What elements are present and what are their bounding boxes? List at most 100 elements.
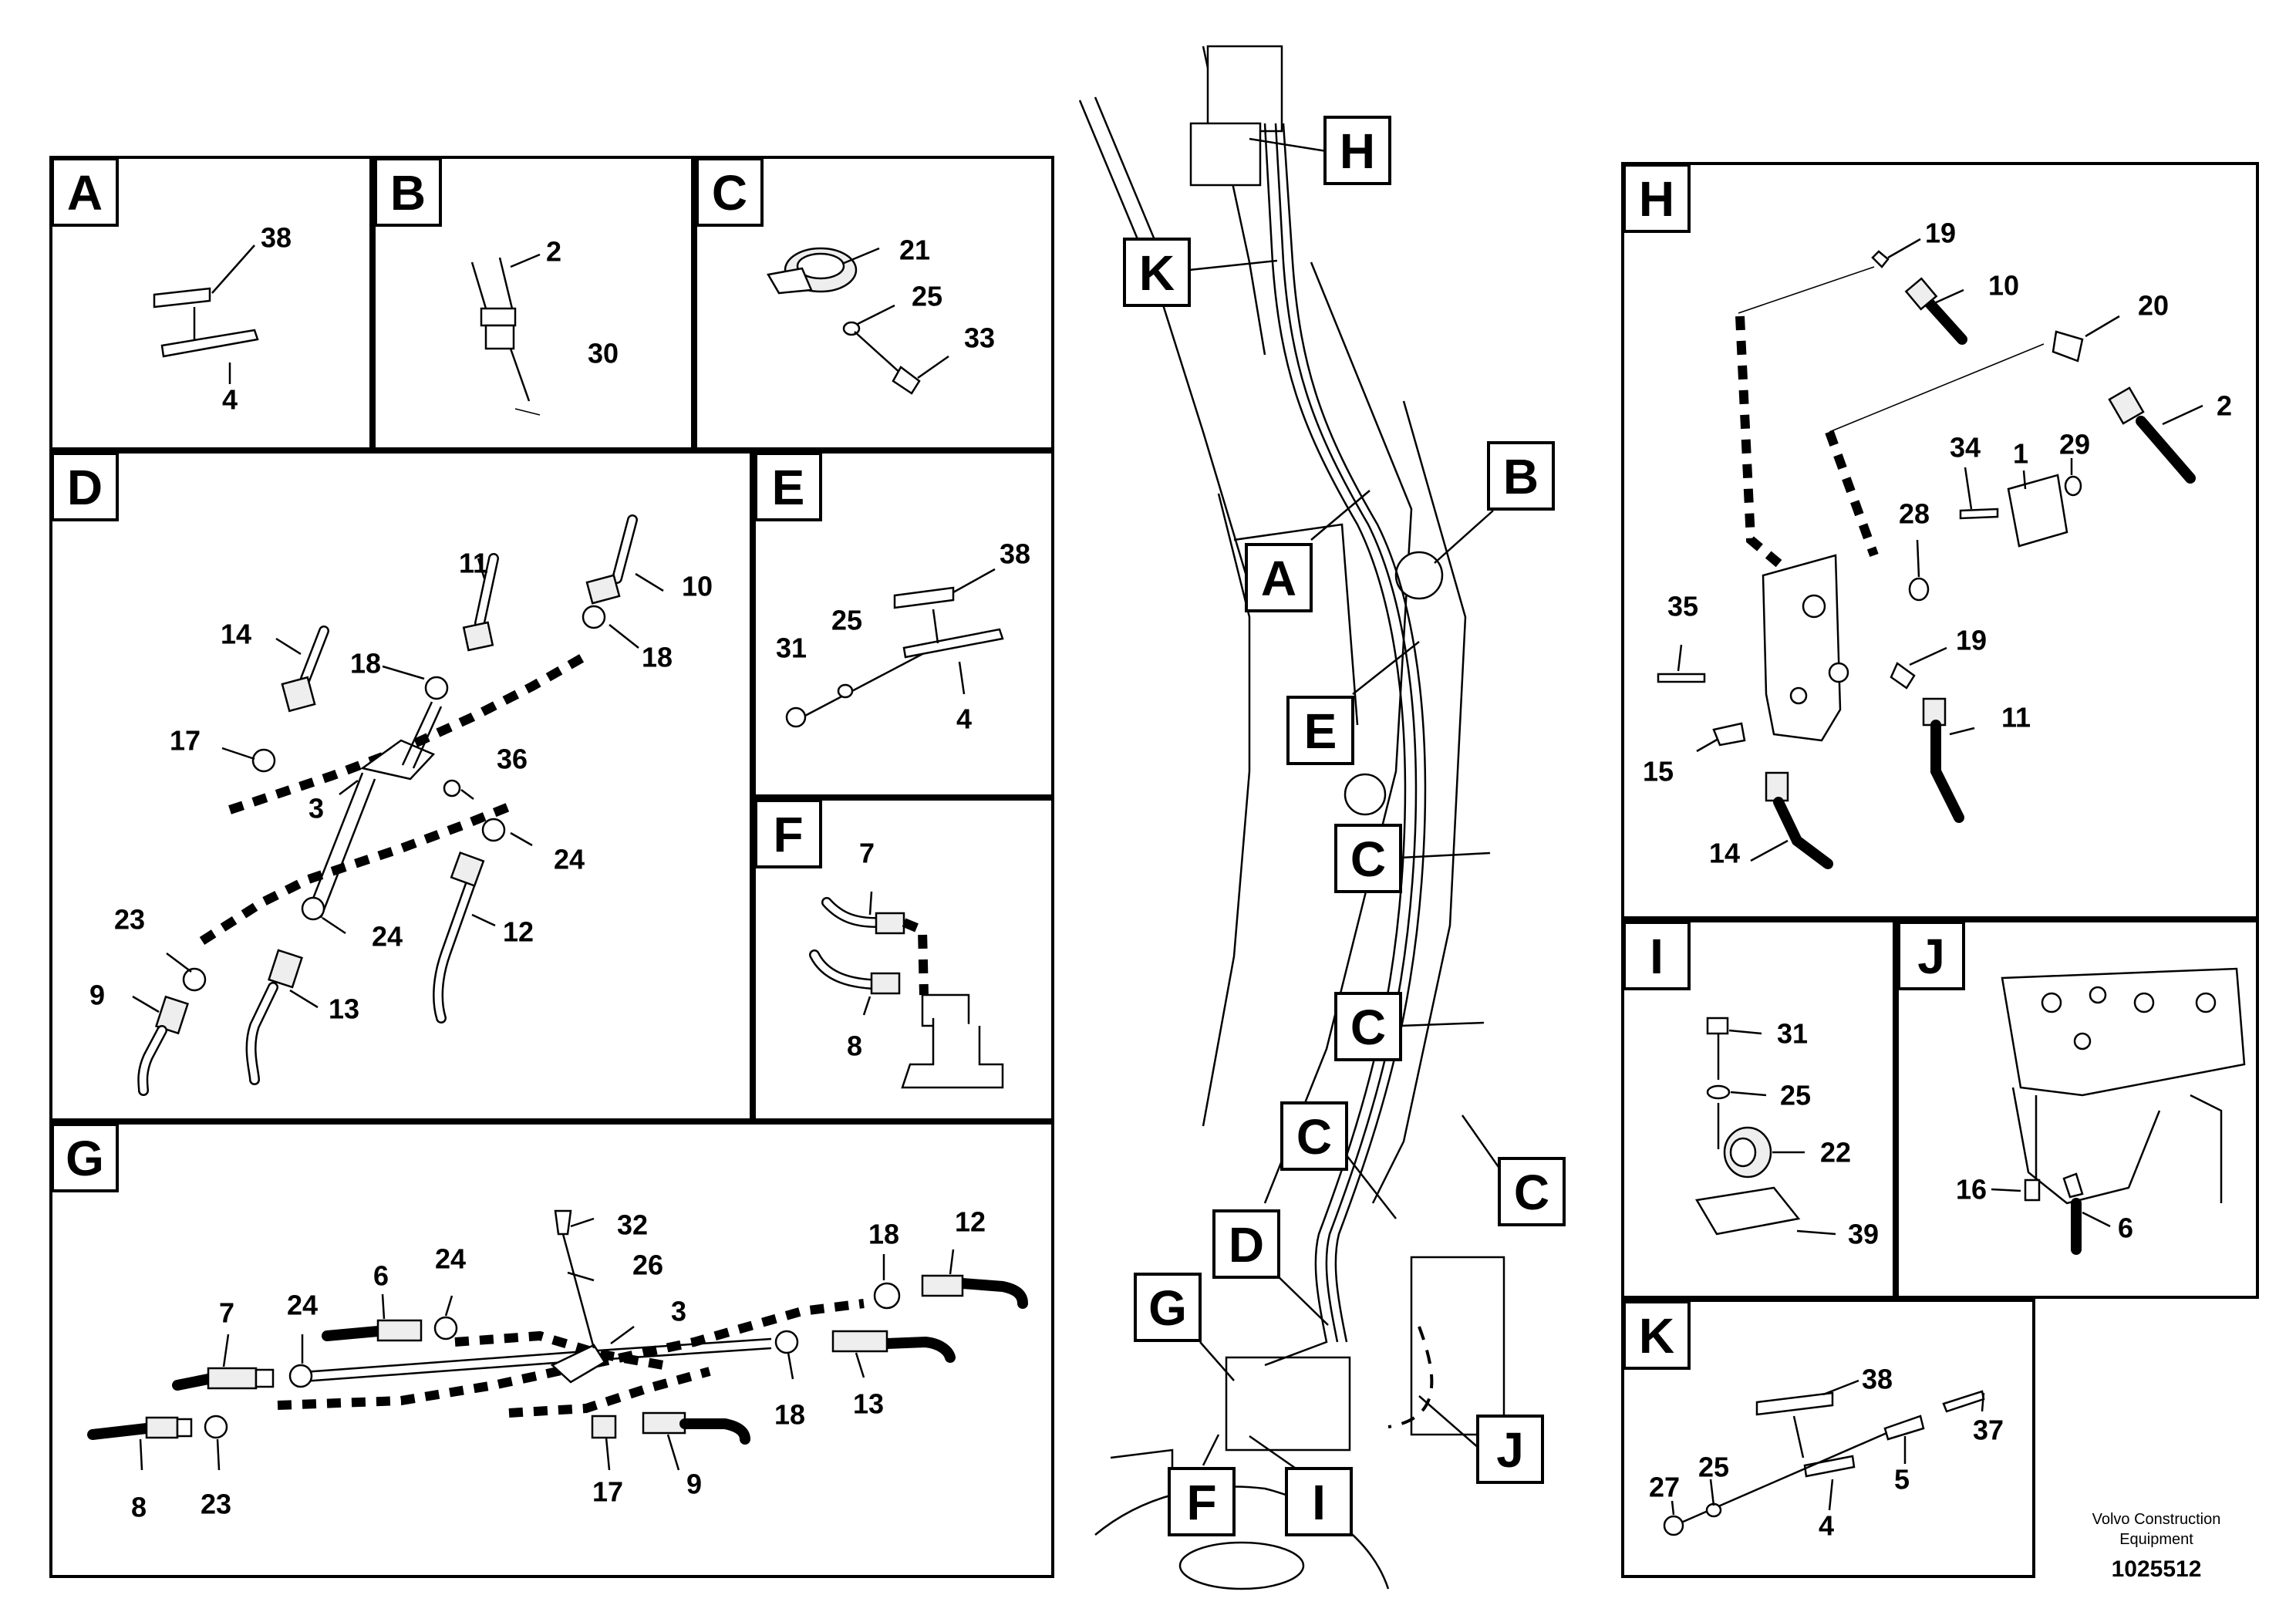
callout-33: 33: [964, 322, 995, 354]
panel-F: F 7 8: [753, 798, 1054, 1121]
brand-line2: Equipment: [2119, 1531, 2193, 1548]
callout-4: 4: [222, 384, 238, 416]
callout-tag: F: [1186, 1475, 1216, 1530]
panel-E: E 38 31 25 4: [753, 450, 1054, 798]
overview-callout-C3[interactable]: C: [1280, 1101, 1397, 1219]
callout-tag: G: [1148, 1280, 1187, 1336]
callout-12: 12: [955, 1206, 986, 1238]
callout-tag: C: [1350, 831, 1386, 887]
callout-8: 8: [131, 1492, 147, 1523]
callout-14: 14: [1709, 838, 1740, 869]
callout-8: 8: [847, 1030, 862, 1062]
callout-2: 2: [546, 236, 561, 268]
callout-tag: C: [1350, 1000, 1386, 1055]
overview-callout-C1[interactable]: C: [1334, 824, 1491, 893]
callout-24: 24: [435, 1243, 466, 1275]
callout-12: 12: [503, 916, 534, 948]
callout-4: 4: [1819, 1510, 1834, 1542]
overview-callout-D[interactable]: D: [1212, 1209, 1329, 1326]
callout-9: 9: [89, 980, 105, 1011]
callout-13: 13: [329, 993, 359, 1025]
callout-tag: E: [1304, 703, 1337, 759]
boom-overview: [1078, 45, 1505, 1590]
panel-tag-H: H: [1639, 171, 1674, 227]
panel-A: A 38 4: [49, 156, 373, 450]
callout-21: 21: [899, 234, 930, 266]
callout-27: 27: [1649, 1472, 1680, 1503]
callout-11: 11: [459, 548, 488, 579]
callout-11: 11: [2001, 702, 2031, 733]
callout-22: 22: [1820, 1137, 1851, 1168]
overview-callout-I[interactable]: I: [1249, 1435, 1353, 1536]
callout-3: 3: [671, 1296, 686, 1327]
callout-38: 38: [1862, 1364, 1893, 1395]
panel-tag-B: B: [390, 165, 426, 221]
overview-callout-F[interactable]: F: [1168, 1434, 1236, 1536]
callout-24b: 24: [372, 921, 403, 953]
overview-callout-C4[interactable]: C: [1461, 1114, 1566, 1226]
callout-30: 30: [588, 338, 619, 369]
callout-32: 32: [617, 1209, 648, 1241]
callout-29: 29: [2059, 429, 2090, 460]
panel-tag-E: E: [772, 460, 805, 515]
callout-tag: A: [1261, 551, 1296, 606]
callout-24: 24: [554, 844, 585, 875]
overview-callout-B[interactable]: B: [1434, 441, 1555, 564]
panel-D: D: [49, 450, 753, 1121]
callout-tag: D: [1229, 1217, 1264, 1273]
callout-7: 7: [859, 838, 875, 869]
callout-25: 25: [831, 605, 862, 636]
brand-line1: Volvo Construction: [2092, 1511, 2221, 1528]
panel-tag-D: D: [67, 460, 103, 515]
callout-4: 4: [956, 703, 972, 735]
callout-39: 39: [1848, 1219, 1879, 1250]
panel-tag-K: K: [1639, 1308, 1674, 1364]
callout-tag: H: [1340, 123, 1375, 179]
overview-callout-J[interactable]: J: [1418, 1395, 1544, 1484]
callout-35: 35: [1667, 591, 1698, 622]
panel-K: K 38 25 27 37 5 4: [1621, 1299, 2035, 1578]
overview-callout-E[interactable]: E: [1286, 641, 1420, 765]
callout-31: 31: [776, 632, 807, 664]
panel-G: G: [49, 1121, 1054, 1578]
callout-20: 20: [2138, 290, 2169, 322]
panel-tag-J: J: [1917, 929, 1945, 984]
callout-13: 13: [853, 1388, 884, 1420]
overview-callout-A[interactable]: A: [1245, 490, 1371, 612]
overview-callout-G[interactable]: G: [1134, 1273, 1235, 1381]
callout-10: 10: [682, 571, 713, 602]
brand-block: Volvo Construction Equipment 1025512: [2092, 1511, 2221, 1582]
callout-38: 38: [1000, 538, 1030, 570]
callout-37: 37: [1973, 1415, 2004, 1446]
callout-23: 23: [201, 1489, 231, 1520]
callout-2: 2: [2217, 390, 2232, 422]
callout-31: 31: [1777, 1018, 1808, 1050]
overview-callout-H[interactable]: H: [1249, 116, 1391, 185]
panel-C: C 21 25 33: [694, 156, 1054, 450]
drawing-number: 1025512: [2112, 1556, 2202, 1582]
callout-18: 18: [350, 648, 381, 679]
callout-15: 15: [1643, 756, 1674, 787]
panel-tag-F: F: [773, 807, 803, 862]
panel-tag-I: I: [1650, 929, 1664, 984]
callout-26: 26: [632, 1249, 663, 1281]
callout-5: 5: [1894, 1464, 1910, 1496]
panel-B: B 2 30: [373, 156, 694, 450]
panel-I: I 31 25 22 39: [1621, 919, 1896, 1299]
clamp-base-part: [160, 329, 259, 358]
panel-J: J 16 6: [1896, 919, 2259, 1299]
callout-18: 18: [868, 1219, 899, 1250]
callout-14: 14: [221, 619, 251, 650]
callout-25: 25: [912, 281, 942, 312]
callout-23: 23: [114, 904, 145, 936]
panel-H: H 19: [1621, 162, 2259, 919]
panel-tag-G: G: [66, 1131, 104, 1186]
callout-6: 6: [373, 1260, 389, 1292]
callout-17: 17: [592, 1476, 623, 1508]
callout-10: 10: [1988, 270, 2019, 302]
callout-tag: B: [1503, 449, 1539, 504]
callout-3: 3: [308, 793, 324, 824]
panel-tag-C: C: [712, 165, 747, 221]
overview-callout-C2[interactable]: C: [1334, 992, 1485, 1061]
overview-callout-K[interactable]: K: [1123, 238, 1278, 307]
